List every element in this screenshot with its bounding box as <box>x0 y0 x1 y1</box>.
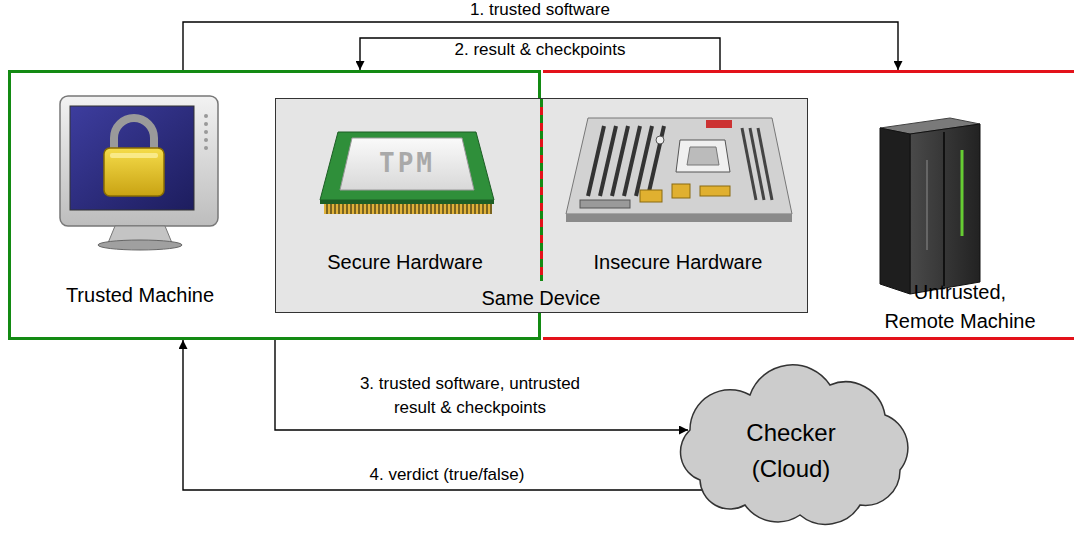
expansion-slot <box>588 126 604 196</box>
edge-label-holder: 2. result & checkpoints <box>410 40 670 60</box>
expansion-slot <box>600 126 616 196</box>
insecure-hardware: Insecure Hardware <box>563 108 793 288</box>
cpu-socket <box>676 140 730 172</box>
device-box: Same Device Secure Hardware Insecure Hardw… <box>275 98 808 313</box>
component <box>656 136 664 144</box>
monitor-button <box>204 114 208 118</box>
expansion-slot <box>648 126 664 196</box>
trust-boundary <box>540 99 543 281</box>
secure-hardware: Secure Hardware <box>295 118 515 288</box>
memory-slot <box>742 128 756 200</box>
cloud-outline <box>681 365 908 525</box>
monitor-screen <box>70 106 194 210</box>
edge-label-holder: 1. trusted software <box>410 0 670 20</box>
server-slot <box>926 160 928 250</box>
server-panel-line <box>943 132 945 286</box>
node-label: Checker (Cloud) <box>730 415 852 487</box>
edge-label: 3. trusted software, untrusted result & … <box>343 372 598 420</box>
motherboard-edge <box>566 214 792 222</box>
chip-die <box>340 138 474 190</box>
untrusted-zone: Untrusted, Remote Machine <box>543 70 1074 340</box>
monitor-button <box>204 122 208 126</box>
flow-arrow <box>183 22 898 70</box>
server-side <box>880 128 910 294</box>
server-front <box>910 124 980 294</box>
motherboard-board <box>566 118 792 214</box>
cloud-node: Checker (Cloud) <box>660 360 922 522</box>
node-label: Insecure Hardware <box>563 248 793 276</box>
expansion-slot <box>636 126 652 196</box>
memory-slot <box>750 128 764 200</box>
padlock-body <box>104 148 164 196</box>
flow-arrow <box>183 340 705 490</box>
flow-arrow <box>360 38 720 70</box>
expansion-slot <box>624 126 640 196</box>
chip-pins <box>324 198 492 214</box>
expansion-slot <box>612 126 628 196</box>
edge-label-holder: 3. trusted software, untrusted result & … <box>343 372 598 420</box>
chip-substrate-edge <box>320 200 494 204</box>
trust-boundary <box>540 99 543 281</box>
edge-label: 2. result & checkpoints <box>451 40 628 60</box>
chip-marking: TPM <box>357 148 457 178</box>
memory-slot <box>758 128 772 200</box>
monitor-bezel <box>60 96 218 226</box>
component <box>700 186 730 196</box>
component <box>672 184 690 198</box>
monitor-base <box>98 240 182 250</box>
node-label: Secure Hardware <box>295 248 515 276</box>
component <box>640 190 662 202</box>
node-label: Untrusted, Remote Machine <box>880 278 1040 336</box>
node-label: Same Device <box>461 284 621 312</box>
label-holder: TPM <box>357 148 457 178</box>
monitor-button <box>204 130 208 134</box>
edge-label-holder: 4. verdict (true/false) <box>317 464 577 486</box>
edge-label: 1. trusted software <box>467 0 613 20</box>
server-light <box>961 150 964 236</box>
monitor-stand <box>108 226 172 243</box>
server-top <box>880 118 980 134</box>
node-label: Trusted Machine <box>40 281 240 309</box>
padlock-shackle <box>114 118 154 152</box>
power-connector <box>706 120 732 128</box>
io-connector <box>580 200 630 208</box>
edge-label: 4. verdict (true/false) <box>367 464 528 486</box>
monitor-button <box>204 138 208 142</box>
monitor-button <box>204 146 208 150</box>
flow-arrow <box>275 340 688 430</box>
cpu-socket-inner <box>687 147 719 165</box>
padlock-shine <box>110 153 158 158</box>
chip-substrate <box>320 132 494 200</box>
